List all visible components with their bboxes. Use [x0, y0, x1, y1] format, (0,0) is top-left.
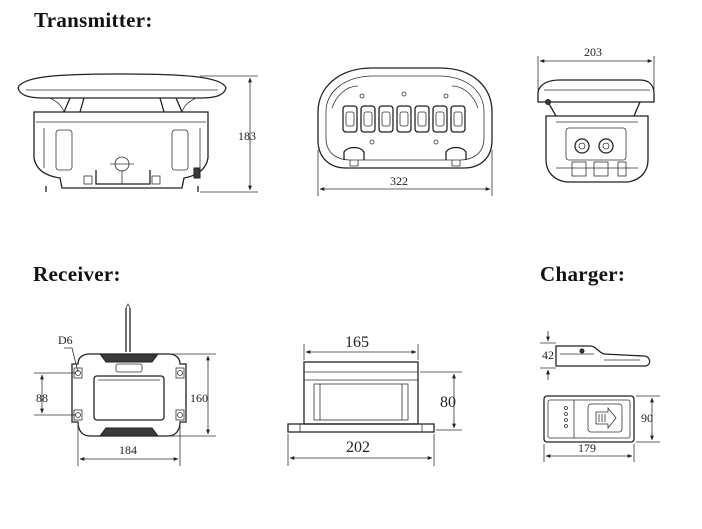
dim-transmitter-depth: 203 — [537, 45, 655, 90]
dim-label-202: 202 — [346, 439, 370, 456]
transmitter-heading: Transmitter: — [34, 8, 153, 32]
transmitter-button-row — [342, 105, 466, 133]
dim-receiver-height: 160 — [168, 353, 216, 437]
dim-label-90: 90 — [641, 411, 653, 425]
dim-receiver-top-width: 165 — [303, 334, 419, 360]
dim-charger-height: 42 — [540, 331, 556, 380]
receiver-front-view — [71, 303, 187, 437]
dim-transmitter-height: 183 — [200, 75, 258, 193]
dim-receiver-hole: D6 — [58, 333, 79, 373]
dim-label-322: 322 — [390, 174, 408, 188]
dim-receiver-hole-spacing: 88 — [34, 372, 76, 416]
dim-label-165: 165 — [345, 334, 369, 351]
dim-charger-depth: 90 — [636, 395, 660, 443]
transmitter-front-view — [17, 73, 227, 192]
dim-receiver-base-width: 202 — [287, 434, 435, 466]
receiver-side-view — [287, 361, 435, 433]
charger-top-view — [543, 395, 635, 443]
dim-charger-width: 179 — [543, 441, 635, 462]
dim-label-183: 183 — [238, 129, 256, 143]
dim-label-D6: D6 — [58, 333, 73, 347]
dim-label-203: 203 — [584, 45, 602, 59]
dim-label-184: 184 — [119, 443, 137, 457]
dim-receiver-side-height: 80 — [420, 371, 462, 431]
charger-heading: Charger: — [540, 262, 626, 286]
transmitter-top-view — [317, 67, 493, 169]
dim-label-80: 80 — [440, 394, 456, 411]
receiver-heading: Receiver: — [33, 262, 121, 286]
dim-receiver-width: 184 — [77, 424, 181, 466]
dim-label-88: 88 — [36, 391, 48, 405]
dim-label-179: 179 — [578, 441, 596, 455]
transmitter-side-view — [537, 79, 655, 183]
charger-side-view — [555, 345, 651, 367]
dim-label-160: 160 — [190, 391, 208, 405]
dim-label-42: 42 — [542, 348, 554, 362]
dim-transmitter-width: 322 — [317, 150, 493, 196]
